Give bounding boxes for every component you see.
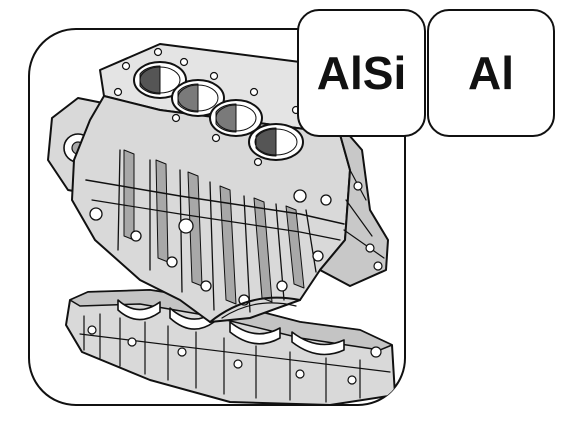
material-label-al: Al [427,9,555,137]
material-label-alsi: AlSi [297,9,426,137]
